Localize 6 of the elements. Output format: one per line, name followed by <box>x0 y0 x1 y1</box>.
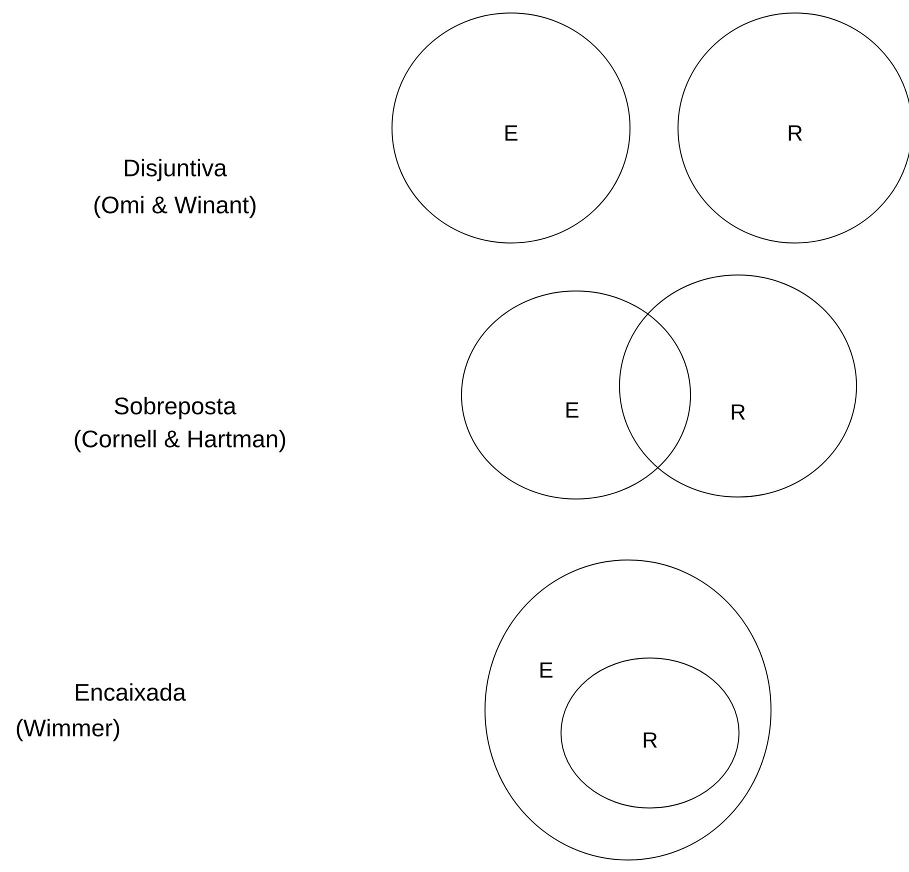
label-text: Sobreposta <box>114 396 236 420</box>
label-text: (Wimmer) <box>16 718 120 742</box>
label-text: Disjuntiva <box>124 158 227 182</box>
label-text: (Cornell & Hartman) <box>74 430 286 452</box>
label-text: (Omi & Winant) <box>94 196 256 218</box>
label-text: Encaixada <box>76 683 186 701</box>
